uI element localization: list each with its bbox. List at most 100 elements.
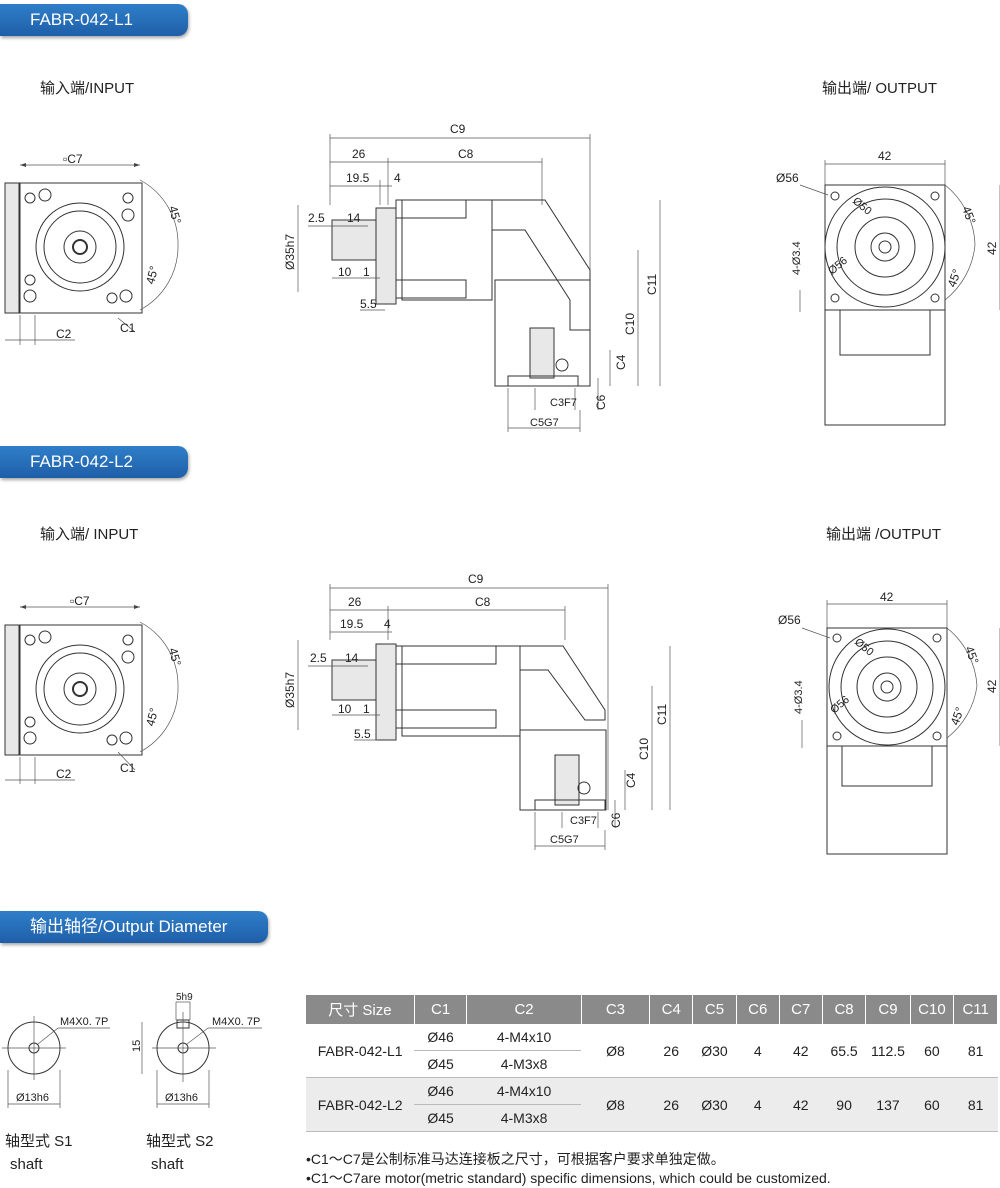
s2-dia: Ø13h6	[165, 1092, 198, 1104]
note-en: •C1～C7are motor(metric standard) specifi…	[306, 1170, 831, 1186]
table-row: Ø45 4-M3x8	[306, 1050, 998, 1078]
l1-side-5-5: 5.5	[360, 297, 377, 311]
l2-side-c9: C9	[468, 572, 484, 586]
l1-input-c2: C2	[56, 327, 72, 341]
s2-key: 5h9	[176, 992, 193, 1003]
l1-input-drawing: ▫C7 45° 45° C1 C2	[4, 152, 184, 345]
cell-c6: 4	[736, 1024, 780, 1078]
l1-output-45b: 45°	[945, 267, 964, 289]
spec-table-header: 尺寸 Size C1 C2 C3 C4 C5 C6 C7 C8 C9 C10 C…	[306, 995, 998, 1024]
cell-c4: 26	[649, 1077, 693, 1132]
s2-height: 15	[131, 1040, 143, 1052]
l2-side-2-5: 2.5	[310, 651, 327, 665]
l1-side-14: 14	[347, 211, 361, 225]
section-tab-l1: FABR-042-L1	[0, 4, 188, 36]
l2-output-45b: 45°	[948, 705, 967, 727]
l2-side-5-5: 5.5	[354, 727, 371, 741]
col-size: 尺寸 Size	[306, 995, 415, 1024]
cell-c9: 112.5	[865, 1024, 911, 1078]
l1-side-c4: C4	[614, 354, 628, 370]
col-c9: C9	[865, 995, 911, 1024]
cell-c5: Ø30	[692, 1077, 737, 1132]
col-c10: C10	[910, 995, 955, 1024]
cell-c2: 4-M3x8	[466, 1050, 582, 1078]
shaft-s2-drawing: 5h9 M4X0. 7P 15 Ø13h6	[131, 992, 262, 1108]
l1-side-c3f7: C3F7	[550, 397, 577, 409]
cell-c8: 90	[822, 1077, 866, 1132]
l1-output-45a: 45°	[959, 204, 978, 226]
cell-c7: 42	[779, 1024, 823, 1078]
l2-output-42-right: 42	[985, 679, 999, 693]
l2-side-c4: C4	[624, 772, 638, 788]
cell-c1: Ø45	[414, 1104, 467, 1132]
cell-size: FABR-042-L2	[306, 1077, 415, 1132]
cell-c2: 4-M4x10	[466, 1077, 582, 1105]
cell-c9: 137	[865, 1077, 911, 1132]
l1-side-c9: C9	[450, 122, 466, 136]
cell-c4: 26	[649, 1024, 693, 1078]
cell-c1: Ø45	[414, 1050, 467, 1078]
l1-output-42-top: 42	[878, 149, 892, 163]
cell-c7: 42	[779, 1077, 823, 1132]
col-c6: C6	[736, 995, 780, 1024]
l1-side-4: 4	[394, 171, 401, 185]
l2-side-10: 10	[338, 702, 352, 716]
l1-side-2-5: 2.5	[308, 211, 325, 225]
l2-output-56b: Ø56	[828, 694, 852, 717]
l1-input-45b: 45°	[143, 264, 161, 285]
table-row: FABR-042-L1 Ø46 4-M4x10 Ø8 26 Ø30 4 42 6…	[306, 1024, 998, 1078]
l1-side-35h7: Ø35h7	[283, 234, 297, 270]
l1-output-56b: Ø56	[826, 255, 850, 278]
shaft-s1-sub: shaft	[10, 1156, 43, 1173]
l1-side-c5g7: C5G7	[530, 417, 559, 429]
shaft-s2-type: 轴型式 S2	[146, 1133, 214, 1150]
l2-output-label: 输出端 /OUTPUT	[826, 526, 941, 543]
l2-side-26: 26	[348, 595, 362, 609]
l2-input-c2: C2	[56, 767, 72, 781]
l1-side-c8: C8	[458, 147, 474, 161]
col-c1: C1	[414, 995, 468, 1024]
l2-input-c1: C1	[120, 761, 136, 775]
l1-side-19-5: 19.5	[346, 171, 370, 185]
l2-input-45a: 45°	[166, 646, 184, 667]
shaft-s1-drawing: M4X0. 7P Ø13h6	[2, 1016, 110, 1108]
col-c8: C8	[822, 995, 867, 1024]
l1-output-4-34: 4-Ø3.4	[791, 241, 803, 275]
l1-input-45a: 45°	[166, 204, 184, 225]
l2-output-42-top: 42	[880, 590, 894, 604]
cell-c1: Ø46	[414, 1024, 467, 1051]
l2-side-c3f7: C3F7	[570, 815, 597, 827]
table-row: Ø45 4-M3x8	[306, 1104, 998, 1132]
l1-output-56: Ø56	[776, 171, 799, 185]
l2-side-1: 1	[363, 702, 370, 716]
l2-side-c5g7: C5G7	[550, 834, 579, 846]
l1-side-c10: C10	[623, 313, 637, 335]
col-c3: C3	[581, 995, 651, 1024]
cell-c1: Ø46	[414, 1077, 467, 1105]
s2-thread: M4X0. 7P	[212, 1016, 260, 1028]
cell-c10: 60	[910, 1077, 954, 1132]
cell-c3: Ø8	[581, 1024, 650, 1078]
cell-c6: 4	[736, 1077, 780, 1132]
shaft-s1-label: 轴型式 S1 shaft	[5, 1130, 73, 1176]
l1-side-26: 26	[352, 147, 366, 161]
section-tab-l2: FABR-042-L2	[0, 446, 188, 478]
l1-output-42-right: 42	[985, 241, 999, 255]
cell-c11: 81	[953, 1024, 998, 1078]
note-cn: •C1～C7是公制标准马达连接板之尺寸，可根据客户要求单独定做。	[306, 1151, 725, 1167]
l2-side-4: 4	[384, 617, 391, 631]
spec-table: 尺寸 Size C1 C2 C3 C4 C5 C6 C7 C8 C9 C10 C…	[306, 995, 998, 1132]
shaft-s2-label: 轴型式 S2 shaft	[146, 1130, 214, 1176]
l2-side-c6: C6	[609, 812, 623, 828]
cell-c2: 4-M4x10	[466, 1024, 582, 1051]
shaft-s2-sub: shaft	[151, 1156, 184, 1173]
l2-side-drawing: C9 26 C8 19.5 4 Ø35h7 2.5 14 10 1 5.5 C1…	[283, 572, 671, 850]
l1-output-label: 输出端/ OUTPUT	[822, 80, 937, 97]
l2-side-14: 14	[345, 651, 359, 665]
l2-input-drawing: ▫C7 45° 45° C1 C2	[4, 594, 184, 784]
cell-size: FABR-042-L1	[306, 1024, 415, 1078]
l2-side-35h7: Ø35h7	[283, 672, 297, 708]
cell-c11: 81	[953, 1077, 998, 1132]
cell-c10: 60	[910, 1024, 954, 1078]
l2-input-45b: 45°	[143, 706, 161, 727]
